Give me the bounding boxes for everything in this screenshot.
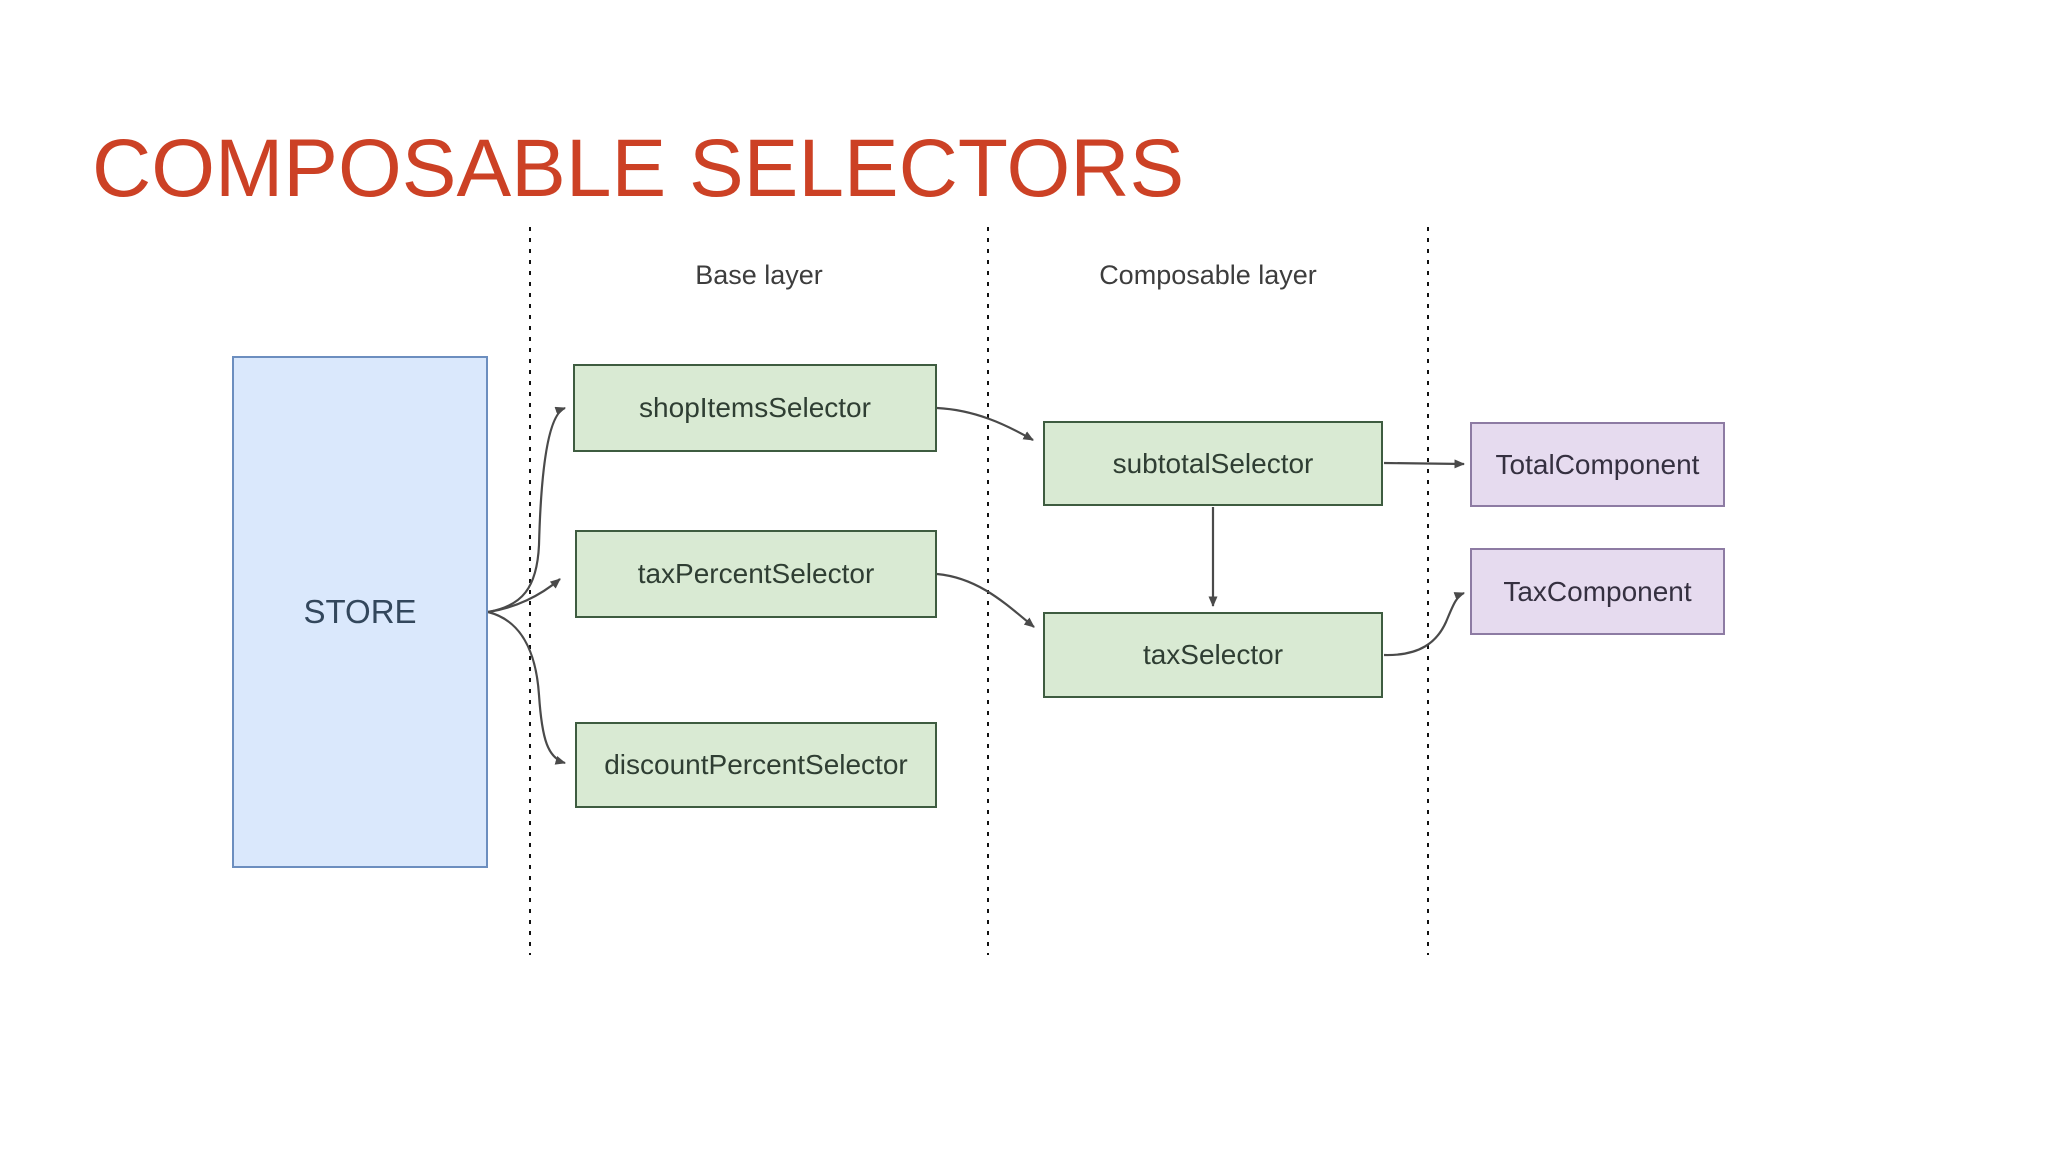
node-discount-percent-label: discountPercentSelector bbox=[604, 749, 908, 780]
node-shop-items-label: shopItemsSelector bbox=[639, 392, 871, 423]
arrow-subtotal-to-totalcomponent bbox=[1383, 459, 1465, 469]
node-store-label: STORE bbox=[303, 593, 417, 630]
arrow-shopitems-to-subtotal bbox=[936, 406, 1034, 441]
arrow-store-to-discountpercent bbox=[487, 610, 566, 765]
label-composable-layer: Composable layer bbox=[1099, 259, 1317, 290]
arrow-store-to-shopitems bbox=[487, 406, 566, 614]
arrow-store-to-taxpercent bbox=[487, 578, 561, 614]
arrow-taxselector-to-taxcomponent bbox=[1383, 591, 1465, 657]
node-total-component-label: TotalComponent bbox=[1495, 448, 1700, 480]
node-total-component: TotalComponent bbox=[1470, 422, 1725, 507]
node-tax-selector: taxSelector bbox=[1043, 612, 1383, 698]
node-discount-percent-selector: discountPercentSelector bbox=[575, 722, 937, 808]
slide-title: COMPOSABLE SELECTORS bbox=[92, 123, 1185, 214]
label-base-layer: Base layer bbox=[695, 259, 823, 290]
node-subtotal-label: subtotalSelector bbox=[1112, 447, 1314, 479]
node-tax-component: TaxComponent bbox=[1470, 548, 1725, 635]
node-tax-component-label: TaxComponent bbox=[1503, 575, 1692, 607]
node-shop-items-selector: shopItemsSelector bbox=[573, 364, 937, 452]
node-tax-label: taxSelector bbox=[1142, 639, 1284, 670]
node-subtotal-selector: subtotalSelector bbox=[1043, 421, 1383, 506]
node-store: STORE bbox=[232, 356, 488, 868]
arrow-taxpercent-to-taxselector bbox=[936, 572, 1035, 628]
node-tax-percent-label: taxPercentSelector bbox=[637, 558, 875, 589]
node-tax-percent-selector: taxPercentSelector bbox=[575, 530, 937, 618]
